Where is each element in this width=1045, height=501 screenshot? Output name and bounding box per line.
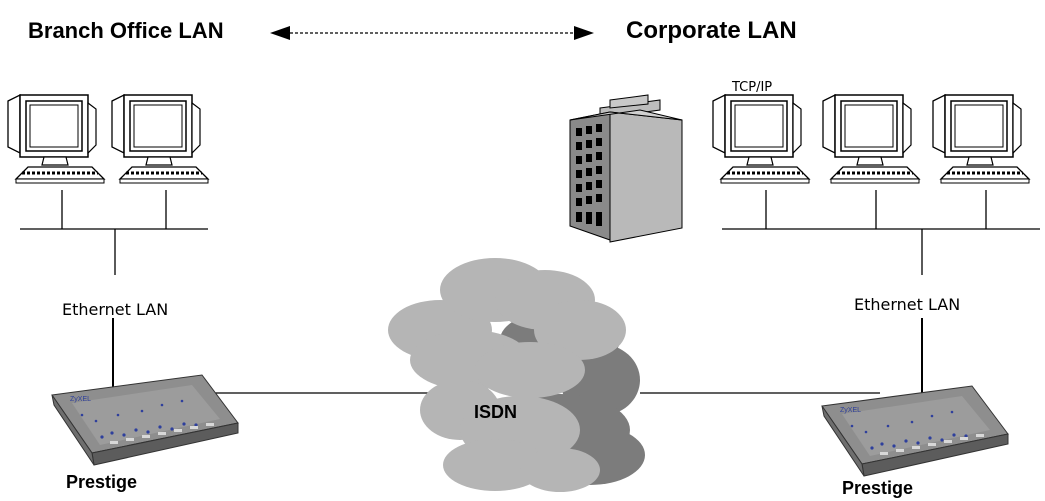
link-arrow: [270, 26, 594, 40]
computer-icon: [6, 93, 106, 185]
ethernet-lan-right-label: Ethernet LAN: [854, 295, 961, 314]
prestige-left-label: Prestige: [66, 472, 138, 492]
cloud-icon: [388, 258, 645, 492]
office-building-icon: [569, 94, 683, 243]
router-icon: [51, 374, 239, 466]
computer-icon: [711, 93, 811, 185]
ethernet-lan-left-label: Ethernet LAN: [62, 300, 169, 319]
branch-lan-label: Branch Office LAN: [28, 18, 224, 43]
corporate-lan-bus: [722, 190, 1040, 398]
corporate-lan-label: Corporate LAN: [626, 17, 797, 44]
tcpip-label: TCP/IP: [732, 80, 773, 95]
router-icon: [821, 385, 1009, 477]
computer-icon: [110, 93, 210, 185]
isdn-label: ISDN: [474, 402, 518, 422]
branch-lan-bus: [20, 190, 208, 388]
computer-icon: [931, 93, 1031, 185]
prestige-right-label: Prestige: [842, 478, 914, 498]
computer-icon: [821, 93, 921, 185]
